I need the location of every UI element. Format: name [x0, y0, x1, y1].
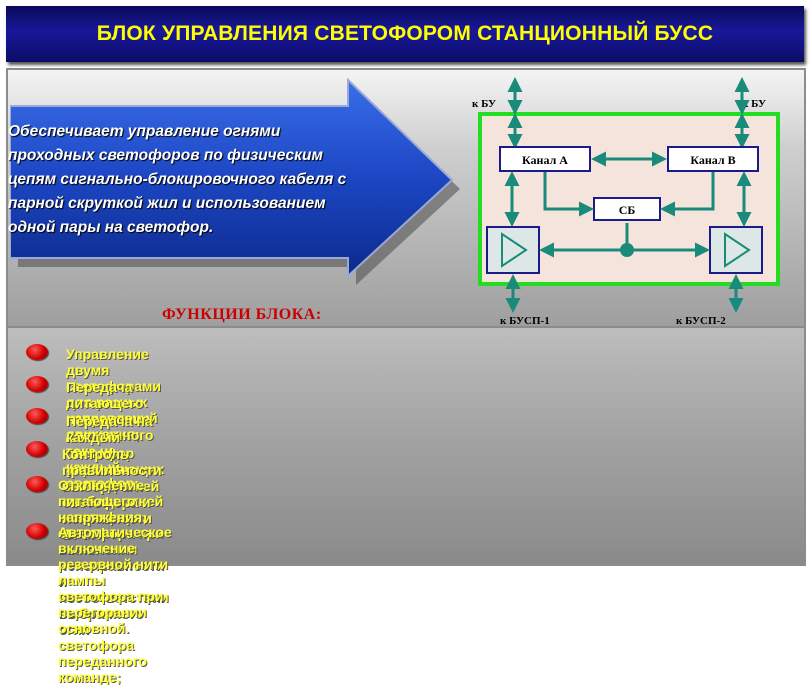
- function-item: Управление двумя светофорами для разных …: [66, 346, 161, 442]
- title-bar: БЛОК УПРАВЛЕНИЯ СВЕТОФОРОМ СТАНЦИОННЫЙ Б…: [6, 6, 804, 62]
- amplifier-right-icon: [724, 232, 751, 268]
- bottom-panel: [6, 326, 806, 566]
- block-diagram: к БУ к БУ Канал А Канал В СБ к БУСП-1 к …: [472, 77, 780, 326]
- channel-a-label: Канал А: [522, 153, 568, 167]
- channel-b-box: [667, 146, 759, 172]
- description-text: Обеспечивает управление огнями проходных…: [8, 120, 448, 240]
- bullet-icon: [26, 523, 48, 539]
- label-to-busp-2: к БУСП-2: [676, 315, 726, 326]
- label-to-busp-1: к БУСП-1: [500, 315, 550, 326]
- function-item: Передача на каждый светофор управляющих …: [66, 413, 165, 525]
- bullet-icon: [26, 476, 48, 492]
- bullet-icon: [26, 408, 48, 424]
- link-channel-b-sb: [660, 172, 715, 217]
- bullet-icon: [26, 376, 48, 392]
- page-title: БЛОК УПРАВЛЕНИЯ СВЕТОФОРОМ СТАНЦИОННЫЙ Б…: [96, 22, 714, 45]
- function-item: Контроль правильности выбора огней свето…: [62, 446, 162, 542]
- description-line: одной пары на светофор.: [8, 219, 214, 236]
- label-to-bu-right: к БУ: [742, 98, 766, 110]
- bullet-icon: [26, 344, 48, 360]
- description-line: парной скруткой жил и использованием: [8, 195, 326, 212]
- functions-title: ФУНКЦИИ БЛОКА:: [162, 306, 322, 323]
- label-to-bu-left: к БУ: [472, 98, 496, 110]
- amplifier-left-icon: [501, 232, 528, 268]
- description-line: проходных светофоров по физическим: [8, 147, 323, 164]
- function-item: Автоматическое включение резервной нити …: [58, 524, 172, 636]
- description-arrow: [10, 78, 460, 285]
- description-line: Обеспечивает управление огнями: [8, 123, 281, 140]
- sb-label: СБ: [619, 203, 636, 217]
- description-line: цепям сигнально-блокировочного кабеля с: [8, 171, 347, 188]
- function-item: Передача питающего напряжения постоянног…: [66, 379, 154, 491]
- channel-a-box: [499, 146, 591, 172]
- bullet-icon: [26, 441, 48, 457]
- channel-b-label: Канал В: [690, 153, 735, 167]
- link-channel-a-sb: [543, 172, 594, 217]
- junction-dot: [620, 243, 634, 257]
